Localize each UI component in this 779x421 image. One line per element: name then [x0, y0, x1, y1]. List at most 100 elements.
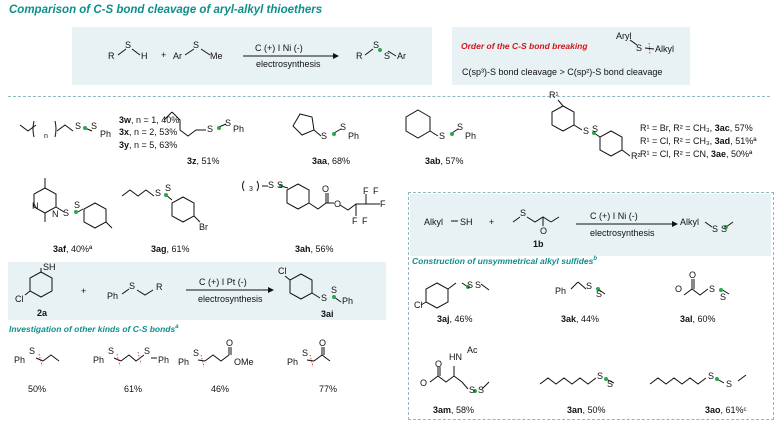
substituent-3ae: R¹ = Cl, R² = CN, 3ae, 50%ª [640, 149, 753, 159]
s-label: S [340, 122, 347, 132]
ph-label: Ph [348, 131, 360, 141]
bond-dot-icon [378, 48, 382, 52]
plus-sign: + [489, 217, 495, 227]
label-3ai: 3ai [321, 309, 334, 319]
s-label: S [607, 379, 614, 389]
s-label: S [636, 43, 643, 53]
alkyl-label: Alkyl [655, 44, 675, 54]
s-label: S [207, 124, 214, 134]
substituent-3ad: R¹ = Cl, R² = CH₃, 3ad, 51%ª [640, 136, 757, 146]
s-label: S [108, 346, 115, 356]
cl-label: Cl [414, 300, 423, 310]
conditions-label: C (+) I Ni (-) [255, 43, 303, 53]
s-label: S [29, 346, 36, 356]
s-label: S [193, 348, 200, 358]
yield-c2: 61% [124, 384, 143, 394]
ph-label: Ph [100, 129, 112, 139]
r-label: R [156, 282, 163, 292]
f-label: F [380, 199, 386, 209]
ph-label: Ph [93, 355, 105, 365]
order-box [452, 27, 690, 85]
h-label: H [141, 51, 148, 61]
yield-3af: 3af, 40%ª [53, 244, 93, 254]
yield-3aa: 3aa, 68% [312, 156, 351, 166]
construction-heading: Construction of unsymmetrical alkyl sulf… [412, 256, 598, 266]
s-label: S [225, 118, 232, 128]
ph-label: Ph [178, 357, 190, 367]
cl-label: Cl [278, 266, 287, 276]
s-label: S [520, 208, 527, 218]
plus-sign: + [161, 50, 167, 60]
yield-3am: 3am, 58% [433, 405, 475, 415]
s-label: S [321, 293, 328, 303]
aryl-label: Aryl [616, 31, 632, 41]
ph-label: Ph [465, 131, 477, 141]
conditions-label: C (+) I Pt (-) [199, 277, 247, 287]
conditions-label: C (+) I Ni (-) [590, 211, 638, 221]
yield-3y: 3y, n = 5, 63% [119, 140, 178, 150]
f-label: F [363, 186, 369, 196]
s-label: S [74, 200, 81, 210]
s-label: S [592, 124, 599, 134]
yield-3aj: 3aj, 46% [437, 314, 473, 324]
yield-3an: 3an, 50% [567, 405, 606, 415]
s-label: S [321, 131, 328, 141]
ph-label: Ph [158, 355, 170, 365]
s-label: S [165, 183, 172, 193]
three-subscript: 3 [249, 186, 253, 193]
ac-label: Ac [467, 345, 478, 355]
s-label: S [457, 122, 464, 132]
br-label: Br [199, 222, 208, 232]
sh-label: SH [43, 262, 56, 272]
yield-c1: 50% [28, 384, 47, 394]
o-label: O [540, 226, 548, 236]
s-label: S [726, 379, 733, 389]
investigation-heading: Investigation of other kinds of C-S bond… [9, 324, 179, 334]
page-title: Comparison of C-S bond cleavage of aryl-… [9, 4, 323, 16]
o-label: O [689, 270, 697, 280]
s-label: S [469, 385, 476, 395]
s-label: S [475, 280, 482, 290]
cl-label: Cl [15, 294, 24, 304]
ph-label: Ph [107, 291, 119, 301]
s-label: S [129, 281, 136, 291]
s-label: S [720, 292, 727, 302]
yield-3al: 3al, 60% [680, 314, 716, 324]
o-label: O [226, 338, 234, 348]
ph-label: Ph [342, 296, 354, 306]
o-label: O [319, 338, 327, 348]
n-label: N [32, 201, 39, 211]
f-label: F [352, 216, 358, 226]
alkyl-label: Alkyl [680, 217, 700, 227]
o-label: O [435, 359, 443, 369]
n-subscript: n [44, 133, 48, 140]
s-label: S [302, 348, 309, 358]
yield-3ab: 3ab, 57% [425, 156, 464, 166]
divider [8, 96, 770, 97]
r-label: R [356, 51, 363, 61]
yield-3ah: 3ah, 56% [295, 244, 334, 254]
s-label: S [373, 40, 380, 50]
s-label: S [586, 281, 593, 291]
plus-sign: + [81, 286, 87, 296]
pt-scheme-box [8, 262, 386, 320]
method-label: electrosynthesis [198, 294, 263, 304]
ph-label: Ph [14, 355, 26, 365]
s-label: S [478, 385, 485, 395]
s-label: S [439, 131, 446, 141]
yield-3z: 3z, 51% [187, 156, 220, 166]
s-label: S [712, 224, 719, 234]
yield-3ao: 3ao, 61%ᶜ [705, 405, 747, 415]
ph-label: Ph [555, 286, 567, 296]
yield-3x: 3x, n = 2, 53% [119, 127, 178, 137]
s-label: S [277, 180, 284, 190]
label-2a: 2a [37, 308, 48, 318]
r-label: R [108, 51, 115, 61]
s-label: S [384, 51, 391, 61]
yield-c3: 46% [211, 384, 230, 394]
s-label: S [709, 284, 716, 294]
